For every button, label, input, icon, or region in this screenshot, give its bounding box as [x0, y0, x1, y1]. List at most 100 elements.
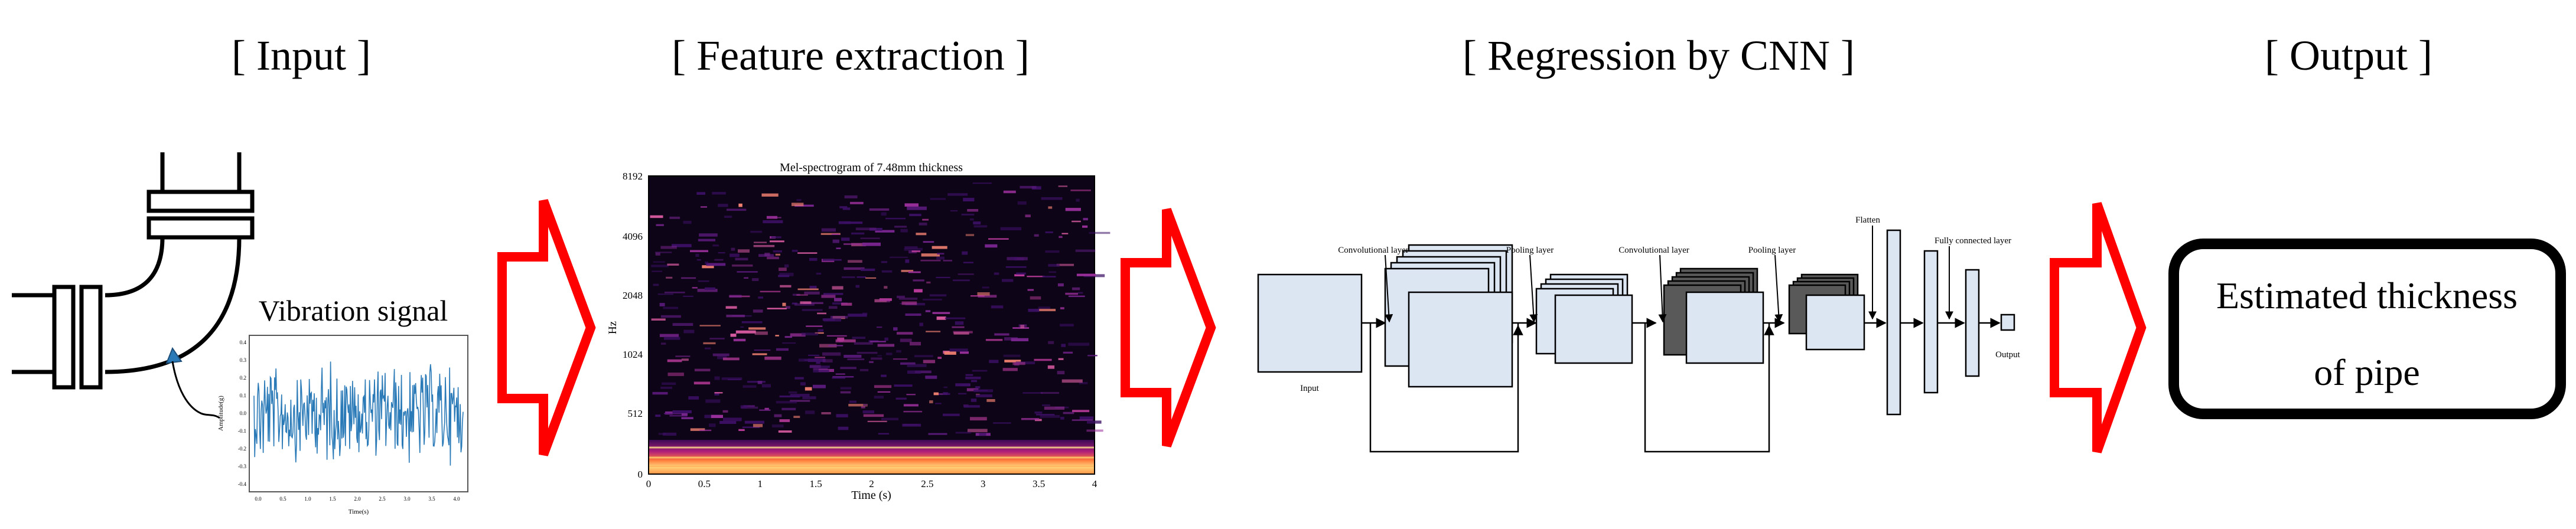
spectrogram-energy-streak: [907, 370, 921, 374]
spectrogram-energy-streak: [938, 393, 947, 395]
spectrogram-energy-streak: [761, 193, 779, 197]
spectrogram-energy-streak: [1070, 190, 1091, 191]
spectrogram-energy-streak: [794, 204, 814, 207]
spectrogram-energy-streak: [767, 308, 787, 309]
spectrogram-energy-streak: [982, 286, 989, 289]
spectrogram-energy-streak: [659, 303, 665, 306]
cnn-pool2-stack: [1788, 273, 1865, 351]
spectrogram-energy-streak: [844, 195, 858, 198]
spectrogram-energy-streak: [815, 332, 824, 334]
spectrogram-energy-streak: [779, 272, 794, 276]
spectrogram-energy-streak: [699, 429, 712, 432]
spectrogram-energy-streak: [732, 264, 753, 267]
spectrogram-energy-streak: [669, 216, 680, 219]
spectrogram-energy-streak: [1040, 391, 1059, 394]
spectrogram-energy-streak: [764, 357, 781, 360]
spectrogram-energy-streak: [971, 295, 985, 297]
vibration-x-label: Time(s): [349, 508, 369, 515]
spectrogram-energy-streak: [986, 399, 995, 402]
spectrogram-energy-streak: [958, 393, 967, 395]
spectrogram-energy-streak: [692, 287, 698, 289]
spectrogram-energy-streak: [758, 296, 763, 299]
spectrogram-energy-streak: [652, 270, 662, 272]
spectrogram-energy-streak: [905, 259, 910, 263]
spectrogram-energy-streak: [831, 233, 840, 235]
spectrogram-energy-streak: [965, 234, 975, 236]
spectrogram-energy-streak: [894, 384, 913, 387]
spectrogram-energy-streak: [822, 352, 841, 356]
spectrogram-energy-streak: [655, 414, 661, 417]
spectrogram-energy-streak: [726, 315, 745, 318]
spectrogram-energy-streak: [953, 279, 970, 282]
spectrogram-energy-streak: [750, 230, 763, 233]
spectrogram-energy-streak: [869, 341, 886, 342]
spectrogram-energy-streak: [877, 391, 891, 393]
spectrogram-energy-streak: [747, 381, 766, 383]
spectrogram-energy-streak: [903, 410, 923, 413]
cnn-flatten-label: Flatten: [1855, 215, 1880, 225]
spectrogram-energy-streak: [936, 256, 945, 260]
spectrogram-energy-streak: [849, 400, 857, 403]
spectrogram-energy-streak: [809, 364, 821, 368]
spectrogram-energy-streak: [730, 253, 740, 257]
spectrogram-energy-streak: [1045, 231, 1053, 233]
cnn-pool2-label: Pooling layer: [1748, 246, 1796, 255]
spectrogram-energy-streak: [907, 364, 927, 367]
vibration-waveform: [253, 361, 464, 466]
spectrogram-energy-streak: [834, 298, 842, 302]
spectrogram-energy-streak: [851, 232, 865, 235]
pipe-elbow-illustration: [12, 152, 255, 390]
spectrogram-energy-streak: [763, 220, 783, 224]
spectrogram-energy-streak: [753, 424, 763, 427]
spectrogram-energy-streak: [1086, 429, 1103, 432]
spectrogram-energy-streak: [844, 243, 861, 245]
spectrogram-energy-streak: [660, 386, 672, 389]
spectrogram-energy-streak: [960, 351, 969, 354]
spectrogram-energy-streak: [800, 382, 806, 386]
spectrogram-energy-streak: [1011, 338, 1029, 341]
spectrogram-energy-streak: [923, 360, 936, 364]
cnn-architecture: Input Convolutional layer Pooling layer: [1257, 215, 2021, 453]
spectrogram-energy-streak: [1057, 371, 1065, 374]
spectrogram-energy-streak: [661, 315, 681, 318]
spectrogram-energy-streak: [1072, 419, 1093, 421]
spectrogram-energy-streak: [867, 420, 887, 422]
spectrogram-energy-streak: [844, 221, 863, 224]
spectrogram-energy-streak: [977, 292, 990, 296]
spectrogram-energy-streak: [823, 259, 842, 261]
spectrogram-energy-streak: [952, 326, 965, 328]
spectrogram-energy-streak: [925, 310, 931, 312]
spectrogram-energy-streak: [881, 270, 893, 273]
spectrogram-energy-streak: [664, 413, 683, 414]
spectrogram-energy-streak: [650, 215, 663, 218]
spectrogram-y-tick: 2048: [623, 290, 643, 301]
spectrogram-energy-streak: [863, 414, 884, 417]
spectrogram-energy-streak: [1003, 354, 1021, 357]
spectrogram-energy-streak: [817, 312, 826, 315]
spectrogram-energy-streak: [961, 213, 975, 215]
vibration-x-tick: 1.0: [304, 496, 311, 502]
spectrogram-energy-streak: [1042, 276, 1056, 277]
spectrogram-energy-streak: [742, 426, 760, 428]
spectrogram-energy-streak: [1041, 197, 1063, 200]
spectrogram-energy-streak: [698, 239, 715, 241]
spectrogram-energy-streak: [796, 294, 808, 296]
spectrogram-energy-streak: [1063, 412, 1074, 414]
spectrogram-energy-streak: [841, 237, 850, 241]
spectrogram-energy-streak: [898, 298, 918, 300]
spectrogram-energy-streak: [655, 252, 672, 253]
spectrogram-energy-streak: [722, 357, 740, 361]
spectrogram-y-tick: 0: [638, 469, 643, 480]
spectrogram-energy-streak: [818, 329, 824, 332]
spectrogram-energy-streak: [794, 377, 804, 380]
spectrogram-energy-streak: [1057, 283, 1064, 287]
spectrogram-energy-streak: [730, 334, 737, 337]
spectrogram-energy-streak: [1014, 274, 1025, 277]
spectrogram-energy-streak: [1056, 263, 1074, 266]
spectrogram-energy-streak: [744, 277, 748, 279]
spectrogram-energy-streak: [1015, 361, 1035, 364]
spectrogram-energy-streak: [896, 350, 901, 353]
spectrogram-energy-streak: [1082, 225, 1088, 228]
vibration-y-label: Amplitude(g): [217, 396, 224, 431]
